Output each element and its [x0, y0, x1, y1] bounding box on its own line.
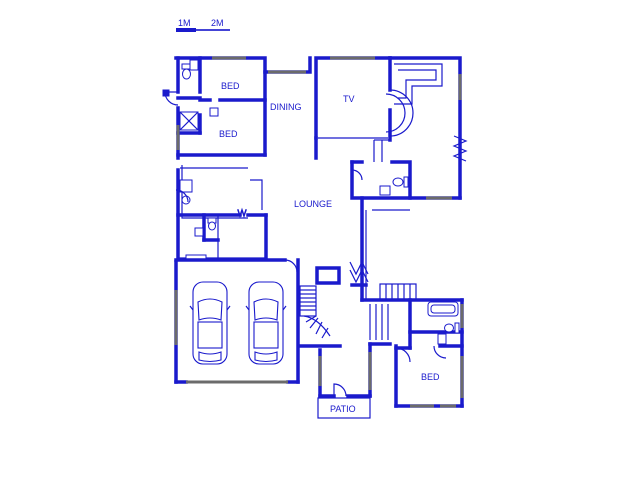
- shower-icon: [179, 111, 199, 131]
- staircase-left: [298, 285, 342, 348]
- scale-label-2m: 2M: [211, 18, 224, 28]
- toilet-icon: [181, 63, 192, 80]
- garage: [174, 258, 300, 384]
- upper-left-wing: BED BED: [162, 56, 312, 160]
- room-label-dining: DINING: [270, 102, 302, 112]
- scale-label-1m: 1M: [178, 18, 191, 28]
- room-label-bed-1: BED: [221, 81, 240, 91]
- basin-icon: [379, 185, 391, 196]
- toilet-icon: [392, 176, 409, 188]
- toilet-icon: [444, 322, 460, 334]
- upper-right-room: [388, 56, 468, 200]
- guest-toilet: [350, 140, 412, 200]
- room-label-bed-2: BED: [219, 129, 238, 139]
- basin-icon: [189, 59, 199, 71]
- room-label-lounge: LOUNGE: [294, 199, 332, 209]
- basin-icon: [437, 333, 447, 345]
- left-service-area: [175, 165, 268, 260]
- patio: PATIO: [317, 342, 392, 419]
- toilet-icon: [207, 217, 217, 231]
- room-label-tv: TV: [343, 94, 355, 104]
- bathtub-icon: [427, 301, 459, 317]
- room-label-patio: PATIO: [330, 404, 356, 414]
- tv-room: TV: [314, 56, 414, 142]
- scale-bar: 1M 2M: [176, 18, 230, 32]
- car-icon: [189, 281, 231, 365]
- car-icon: [245, 281, 287, 365]
- staircase-right: [365, 210, 417, 340]
- room-label-bed-3: BED: [421, 372, 440, 382]
- bedroom-suite: BED: [394, 298, 464, 408]
